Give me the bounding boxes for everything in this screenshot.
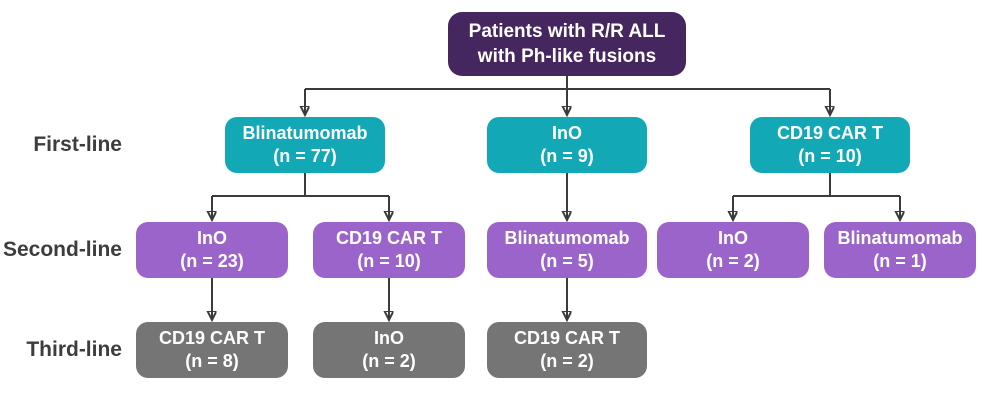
patient-count: (n = 8) xyxy=(185,351,239,371)
box-thirdline-cd19cart-2: CD19 CAR T (n = 2) xyxy=(487,322,647,378)
patient-count: (n = 77) xyxy=(273,146,337,166)
box-secondline-ino-2: InO (n = 2) xyxy=(657,222,809,278)
root-box-line2: with Ph-like fusions xyxy=(477,46,657,67)
treatment-name: Blinatumomab xyxy=(242,123,368,143)
box-thirdline-cd19cart-8: CD19 CAR T (n = 8) xyxy=(136,322,288,378)
treatment-name: InO xyxy=(374,328,404,348)
connector-cart10-to-children xyxy=(733,173,900,219)
connector-blinatumomab77-to-children xyxy=(212,173,389,219)
row-label-third-line: Third-line xyxy=(26,338,122,361)
patient-count: (n = 10) xyxy=(357,251,421,271)
box-secondline-blinatumomab-5: Blinatumomab (n = 5) xyxy=(487,222,647,278)
treatment-name: InO xyxy=(552,123,582,143)
patient-count: (n = 23) xyxy=(180,251,244,271)
patient-count: (n = 10) xyxy=(798,146,862,166)
connector-root-to-firstline xyxy=(305,76,830,114)
treatment-name: CD19 CAR T xyxy=(776,123,883,143)
box-firstline-blinatumomab: Blinatumomab (n = 77) xyxy=(225,117,385,173)
patient-count: (n = 2) xyxy=(706,251,760,271)
patient-count: (n = 9) xyxy=(540,146,594,166)
treatment-name: Blinatumomab xyxy=(504,228,630,248)
patient-count: (n = 2) xyxy=(362,351,416,371)
box-secondline-ino-23: InO (n = 23) xyxy=(136,222,288,278)
row-label-first-line: First-line xyxy=(33,133,122,156)
box-secondline-cd19cart-10: CD19 CAR T (n = 10) xyxy=(313,222,465,278)
treatment-name: InO xyxy=(197,228,227,248)
patient-count: (n = 1) xyxy=(873,251,927,271)
box-firstline-ino: InO (n = 9) xyxy=(487,117,647,173)
patient-count: (n = 5) xyxy=(540,251,594,271)
box-secondline-blinatumomab-1: Blinatumomab (n = 1) xyxy=(824,222,976,278)
row-label-second-line: Second-line xyxy=(2,238,122,261)
root-box-line1: Patients with R/R ALL xyxy=(468,21,666,42)
connector-secondline-to-thirdline xyxy=(212,278,567,319)
treatment-name: CD19 CAR T xyxy=(158,328,265,348)
treatment-name: Blinatumomab xyxy=(837,228,963,248)
box-firstline-cd19cart: CD19 CAR T (n = 10) xyxy=(750,117,910,173)
patient-count: (n = 2) xyxy=(540,351,594,371)
treatment-name: InO xyxy=(718,228,748,248)
treatment-name: CD19 CAR T xyxy=(335,228,442,248)
box-thirdline-ino-2: InO (n = 2) xyxy=(313,322,465,378)
root-box-patients: Patients with R/R ALL with Ph-like fusio… xyxy=(448,12,686,76)
treatment-name: CD19 CAR T xyxy=(513,328,620,348)
